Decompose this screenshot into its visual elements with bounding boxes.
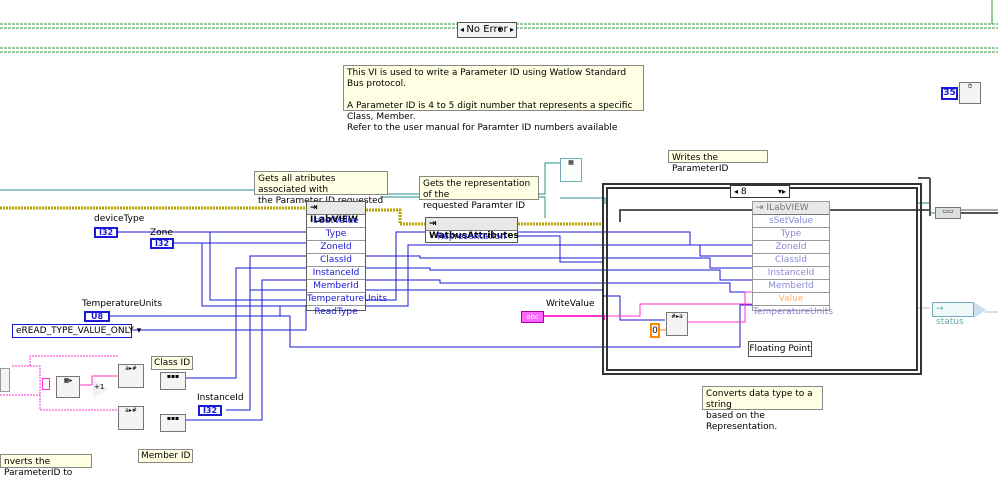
zone-label: Zone	[150, 228, 173, 238]
get-node-header: ⇥ ILabVIEW	[307, 202, 365, 225]
string-indicator-icon[interactable]	[42, 378, 50, 390]
reference-node-icon[interactable]: ▦	[560, 158, 582, 182]
ring-right-arrow-icon[interactable]: ▸	[509, 25, 514, 34]
class-id-convert-icon[interactable]: a▸#	[118, 364, 144, 388]
get-row-temperatureunits[interactable]: TemperatureUnits	[307, 294, 388, 306]
enum-dropdown-icon[interactable]: ▾	[136, 326, 142, 336]
get-row-memberid[interactable]: MemberId	[307, 280, 365, 293]
watbus-attributes-node[interactable]: ⇥ WatbusAttributes Representation	[425, 217, 519, 243]
get-row-instanceid[interactable]: InstanceId	[307, 267, 365, 280]
cluster-exit-icon[interactable]: ▭▭	[935, 207, 961, 219]
write-value-label: WriteValue	[546, 299, 595, 309]
set-row-zoneid[interactable]: ZoneId	[753, 241, 829, 254]
error-ring-label: No Error	[466, 24, 508, 35]
get-row-zoneid[interactable]: ZoneId	[307, 241, 365, 254]
member-id-label: Member ID	[138, 449, 194, 463]
set-row-memberid[interactable]: MemberId	[753, 280, 829, 293]
get-row-type[interactable]: Type	[307, 228, 365, 241]
get-row-readtype[interactable]: ReadType	[314, 307, 358, 317]
set-row-value[interactable]: Value	[753, 293, 829, 306]
get-row-sgetvalue[interactable]: sGetValue	[307, 215, 365, 228]
get-property-node[interactable]: ⇥ ILabVIEW sGetValue Type ZoneId ClassId…	[306, 201, 388, 317]
status-arrow-icon: →	[936, 304, 944, 314]
compare-triangle-icon[interactable]	[93, 380, 109, 398]
left-edge-node-icon[interactable]	[0, 368, 10, 392]
set-row-instanceid[interactable]: InstanceId	[753, 267, 829, 280]
status-terminal[interactable]: → status	[932, 302, 974, 327]
temperature-units-label: TemperatureUnits	[82, 299, 163, 309]
read-type-enum[interactable]: eREAD_TYPE_VALUE_ONLY ▾	[12, 324, 141, 338]
set-row-classid[interactable]: ClassId	[753, 254, 829, 267]
vi-description-note: This VI is used to write a Parameter ID …	[343, 65, 644, 133]
device-type-label: deviceType	[94, 214, 145, 224]
class-id-indicator-icon[interactable]: ▪▪▪	[160, 372, 186, 390]
set-node-header: ⇥ ILabVIEW	[753, 202, 829, 215]
zone-constant[interactable]: I32	[150, 238, 174, 249]
zero-constant[interactable]: 0	[650, 323, 660, 338]
write-value-constant[interactable]: abc	[521, 311, 544, 323]
instance-id-label: InstanceId	[197, 393, 244, 403]
member-id-convert-icon[interactable]: a▸#	[118, 406, 144, 430]
number-to-string-icon[interactable]: #▸a	[666, 312, 688, 336]
case-selector-value: 8	[740, 187, 747, 197]
wait-icon[interactable]: ⏱	[959, 82, 981, 104]
ring-dropdown-icon[interactable]: ▾	[497, 25, 502, 34]
ring-left-arrow-icon[interactable]: ◂	[460, 25, 465, 34]
converts-note: Converts data type to a string based on …	[702, 386, 823, 432]
status-label: status	[936, 317, 964, 327]
class-id-label: Class ID	[151, 356, 194, 370]
get-row-classid[interactable]: ClassId	[307, 254, 365, 267]
case-selector[interactable]: ◂ 8 ▾▸	[730, 185, 790, 198]
temperature-units-constant[interactable]: U8	[84, 311, 110, 322]
set-row-ssetvalue[interactable]: sSetValue	[753, 215, 829, 228]
string-subset-icon[interactable]: ▦▸	[56, 376, 80, 398]
set-row-temperatureunits[interactable]: TemperatureUnits	[753, 307, 834, 317]
read-type-enum-label: eREAD_TYPE_VALUE_ONLY	[16, 326, 134, 336]
case-prev-icon[interactable]: ◂	[734, 187, 739, 196]
case-dropdown-icon[interactable]: ▾▸	[777, 187, 786, 196]
instance-id-constant[interactable]: I32	[198, 405, 222, 416]
writes-note: Writes the ParameterID	[668, 150, 768, 174]
floating-point-case-label: Floating Point	[748, 341, 812, 357]
attr-node-header: ⇥ WatbusAttributes	[426, 218, 519, 241]
gets-all-note: Gets all atributes associated with the P…	[254, 171, 388, 206]
set-property-node[interactable]: ⇥ ILabVIEW sSetValue Type ZoneId ClassId…	[752, 201, 833, 317]
device-type-constant[interactable]: I32	[94, 227, 118, 238]
numeric-35-constant[interactable]: 35	[941, 87, 958, 100]
status-tip-icon	[974, 302, 986, 318]
member-id-indicator-icon[interactable]: ▪▪▪	[160, 414, 186, 432]
gets-rep-note: Gets the representation of the requested…	[419, 176, 539, 211]
attr-row-representation[interactable]: Representation	[437, 232, 506, 242]
set-row-type[interactable]: Type	[753, 228, 829, 241]
error-ring[interactable]: ◂ No Error ▾ ▸	[457, 22, 517, 38]
compare-symbol-icon: +1	[94, 383, 105, 391]
